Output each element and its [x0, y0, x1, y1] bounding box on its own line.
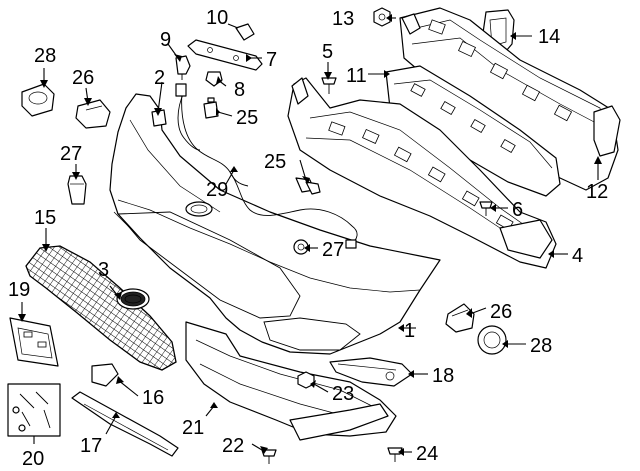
callout-18: 18 — [432, 365, 454, 387]
callout-25-upper: 25 — [236, 107, 258, 129]
part-13-nut — [373, 7, 391, 27]
callout-8: 8 — [234, 79, 245, 101]
callout-17: 17 — [80, 435, 102, 457]
callout-27-right: 27 — [322, 239, 344, 261]
callout-10: 10 — [206, 7, 228, 29]
part-27-clip-left — [67, 175, 87, 205]
part-20-fastener-kit — [7, 383, 61, 437]
callout-15: 15 — [34, 207, 56, 229]
part-7-bracket — [187, 39, 263, 71]
part-12-absorber — [399, 7, 621, 191]
part-4-support — [287, 77, 557, 269]
callout-19: 19 — [8, 279, 30, 301]
callout-2: 2 — [154, 67, 165, 89]
callout-11: 11 — [346, 65, 367, 87]
part-5-screw — [321, 77, 337, 94]
callout-3: 3 — [98, 259, 109, 281]
callout-26-right: 26 — [490, 301, 512, 323]
part-18-bezel — [329, 357, 413, 387]
callout-7: 7 — [266, 49, 277, 71]
part-1-bumper-cover — [109, 93, 441, 355]
callout-5: 5 — [322, 41, 333, 63]
callout-13: 13 — [332, 8, 354, 30]
callout-27-left: 27 — [60, 143, 82, 165]
callout-22: 22 — [222, 435, 244, 457]
part-28-ring-left — [21, 83, 55, 117]
part-25-sensor-upper — [203, 97, 219, 119]
callout-16: 16 — [142, 387, 164, 409]
part-16-bracket — [91, 363, 119, 387]
part-26-holder-left — [75, 99, 111, 129]
callout-1: 1 — [404, 320, 415, 342]
callout-23: 23 — [332, 383, 354, 405]
part-3-emblem — [116, 288, 150, 310]
callout-20: 20 — [22, 448, 44, 470]
part-21-deflector — [185, 321, 397, 441]
callout-4: 4 — [572, 245, 583, 267]
callout-29: 29 — [206, 179, 228, 201]
part-17-strip — [71, 391, 179, 457]
callout-25-lower: 25 — [264, 151, 286, 173]
callout-12: 12 — [586, 181, 608, 203]
part-15-grille — [25, 245, 177, 371]
callout-26-left: 26 — [72, 67, 94, 89]
callout-9: 9 — [160, 29, 171, 51]
part-29-harness — [175, 83, 358, 249]
callout-6: 6 — [512, 199, 523, 221]
part-9-clip — [175, 55, 191, 80]
callout-21: 21 — [182, 417, 204, 439]
part-26-holder-right — [445, 303, 475, 333]
callout-14: 14 — [538, 26, 560, 48]
part-6-screw — [479, 201, 493, 216]
part-10-clip — [235, 23, 255, 41]
callout-labels: 1 2 3 4 5 6 7 8 9 10 11 12 13 14 15 16 1… — [8, 7, 608, 470]
callout-28-left: 28 — [34, 45, 56, 67]
part-19-plate-bracket — [9, 317, 59, 367]
callout-24: 24 — [416, 443, 438, 465]
part-22-clip — [261, 449, 277, 464]
part-28-ring-right — [477, 325, 507, 355]
part-24-clip — [387, 447, 403, 462]
leader-arrowheads — [18, 14, 602, 456]
callout-28-right: 28 — [530, 335, 552, 357]
